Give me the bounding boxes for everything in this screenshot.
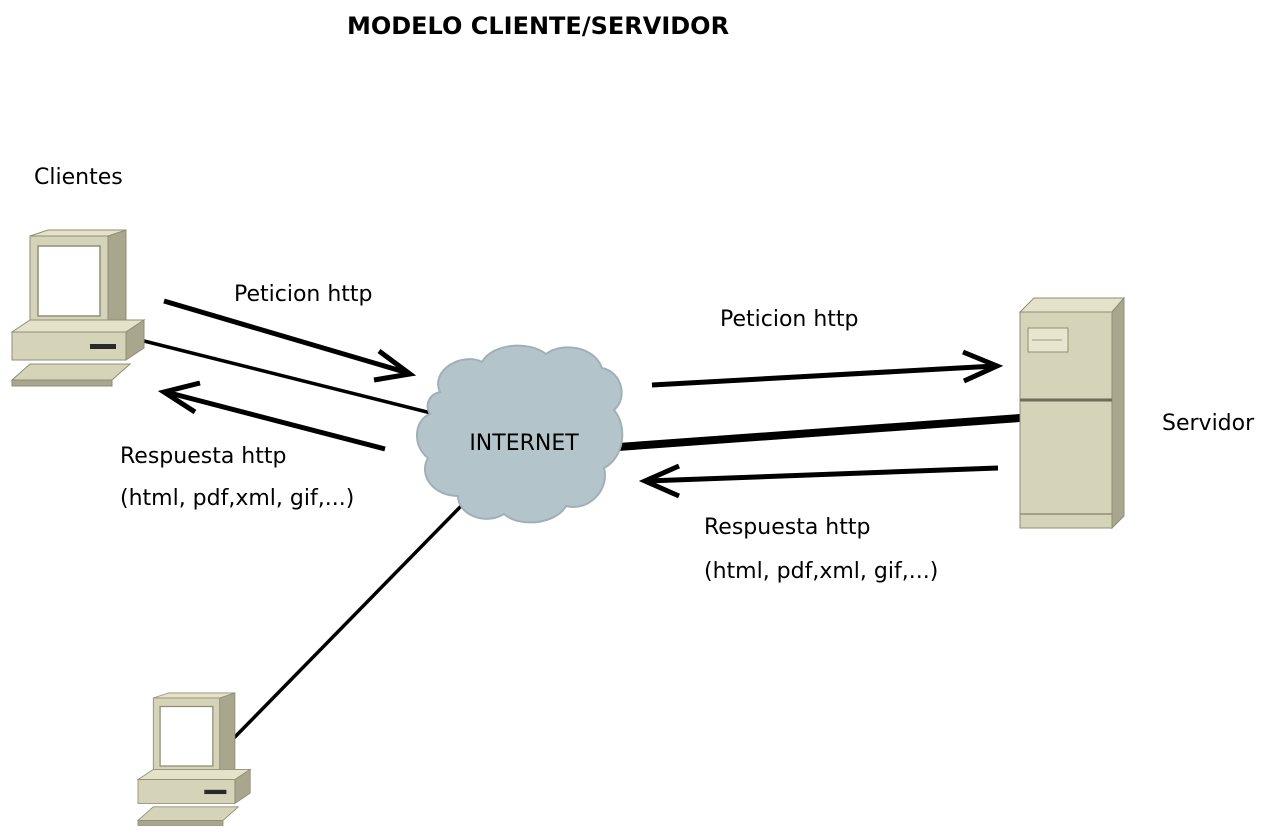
response-arrow-left [157,380,386,452]
desktop-computer-icon [137,692,251,827]
request-label-left: Peticion http [234,282,373,307]
internet-label: INTERNET [469,431,579,456]
clients-label: Clientes [34,165,123,190]
client-bottom-connection-line [228,500,467,744]
diagram-title: MODELO CLIENTE/SERVIDOR [347,12,729,40]
response-label-right-line2: (html, pdf,xml, gif,...) [704,559,938,584]
internet-cloud: INTERNET [416,344,624,524]
request-arrow-left [163,298,417,383]
request-arrow-right [651,349,1004,388]
response-label-right-line1: Respuesta http [704,515,870,540]
server-connection-line [617,414,1021,451]
response-arrow-right [638,463,999,499]
response-label-left-line2: (html, pdf,xml, gif,...) [120,486,354,511]
request-label-right: Peticion http [720,307,859,332]
cloud-icon [416,344,624,524]
client-top-connection-line [131,336,436,416]
response-label-left-line1: Respuesta http [120,444,286,469]
server-tower-icon [1018,296,1126,530]
desktop-computer-icon [11,229,145,387]
server-label: Servidor [1162,411,1255,436]
